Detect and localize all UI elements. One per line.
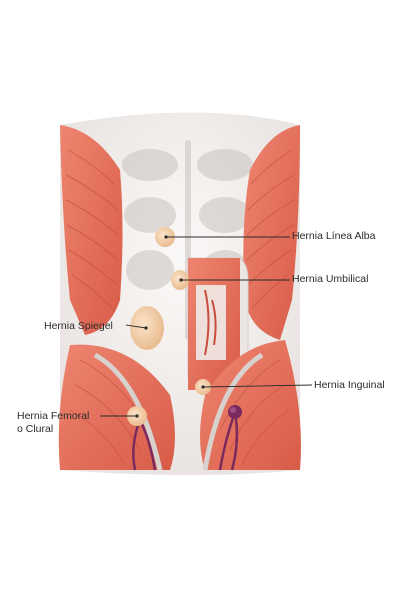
rectus-sheath-window [196,285,226,360]
label-linea-alba: Hernia Línea Alba [292,230,376,242]
epigastric-vessel [204,289,217,356]
right-oblique-muscle [243,125,300,340]
lower-left-muscle [58,344,175,470]
label-spiegel: Hernia Spiegel [44,320,113,332]
leader-lines [100,236,313,417]
label-femoral: Hernia Femoral o Clural [17,410,107,436]
lower-right-muscle [200,340,301,470]
label-femoral-line2: o Clural [17,423,54,435]
label-umbilical: Hernia Umbilical [292,273,369,285]
label-inguinal: Hernia Inguinal [314,379,385,391]
right-inguinal-ligament [202,352,264,471]
left-inguinal-ligament [93,352,163,471]
label-femoral-line1: Hernia Femoral [17,410,90,422]
